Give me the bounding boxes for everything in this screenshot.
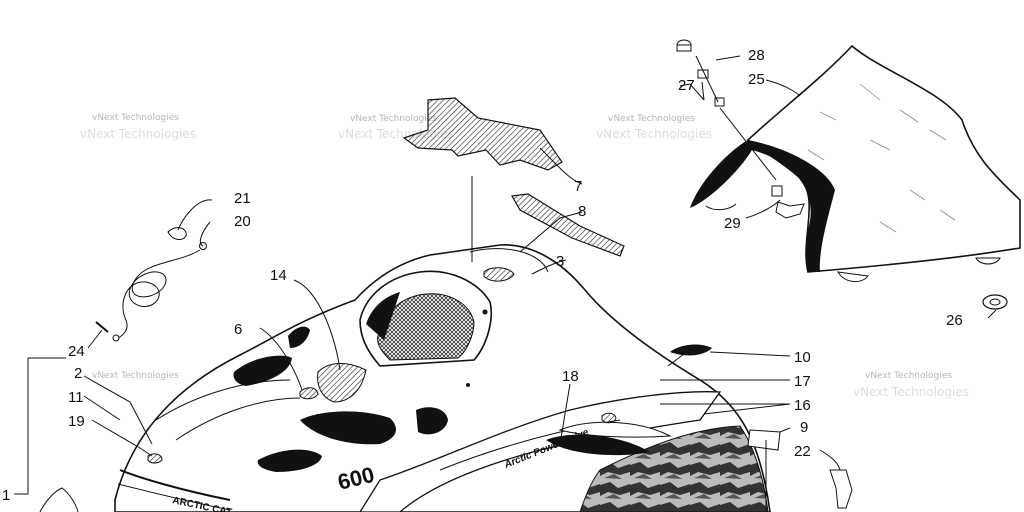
watermark-text: vNext Technologies	[853, 385, 969, 399]
callout-9: 9	[800, 419, 808, 436]
callout-1: 1	[2, 487, 10, 504]
callout-11: 11	[68, 389, 84, 406]
callout-20: 20	[234, 213, 251, 230]
callout-28: 28	[748, 47, 765, 64]
watermark-text: vNext Technologies	[92, 371, 179, 381]
callout-labels: 27 28 25 29 26 7 8 3 21 20 14 6 24 2 11 …	[2, 47, 963, 504]
watermark-text: vNext Technologies	[80, 127, 196, 141]
windshield-part	[690, 44, 1021, 282]
callout-7: 7	[574, 178, 582, 195]
callout-19: 19	[68, 413, 85, 430]
callout-24: 24	[68, 343, 85, 360]
callout-16: 16	[794, 397, 811, 414]
washer-part	[982, 294, 1008, 310]
callout-26: 26	[946, 312, 963, 329]
callout-10: 10	[794, 349, 811, 366]
callout-27: 27	[678, 77, 695, 94]
windshield-hardware	[676, 39, 805, 219]
hood-body-part: ARCTIC CAT 600 Arctic Power Valve	[39, 244, 853, 512]
hood-mat-part	[402, 97, 563, 171]
leader-lines	[14, 55, 997, 512]
watermark-text: vNext Technologies	[92, 113, 179, 123]
callout-18: 18	[562, 368, 579, 385]
callout-2: 2	[74, 365, 82, 382]
callout-6: 6	[234, 321, 242, 338]
callout-17: 17	[794, 373, 811, 390]
callout-25: 25	[748, 71, 765, 88]
watermark-text: vNext Technologies	[865, 371, 952, 381]
tether-cord-part	[95, 227, 207, 342]
watermark-text: vNext Technologies	[350, 114, 437, 124]
callout-21: 21	[234, 190, 251, 207]
callout-29: 29	[724, 215, 741, 232]
callout-3: 3	[556, 253, 564, 270]
watermark-text: vNext Technologies	[596, 127, 712, 141]
callout-22: 22	[794, 443, 811, 460]
watermark-text: vNext Technologies	[608, 114, 695, 124]
callout-8: 8	[578, 203, 586, 220]
visor-strip-part	[511, 193, 625, 257]
callout-14: 14	[270, 267, 287, 284]
